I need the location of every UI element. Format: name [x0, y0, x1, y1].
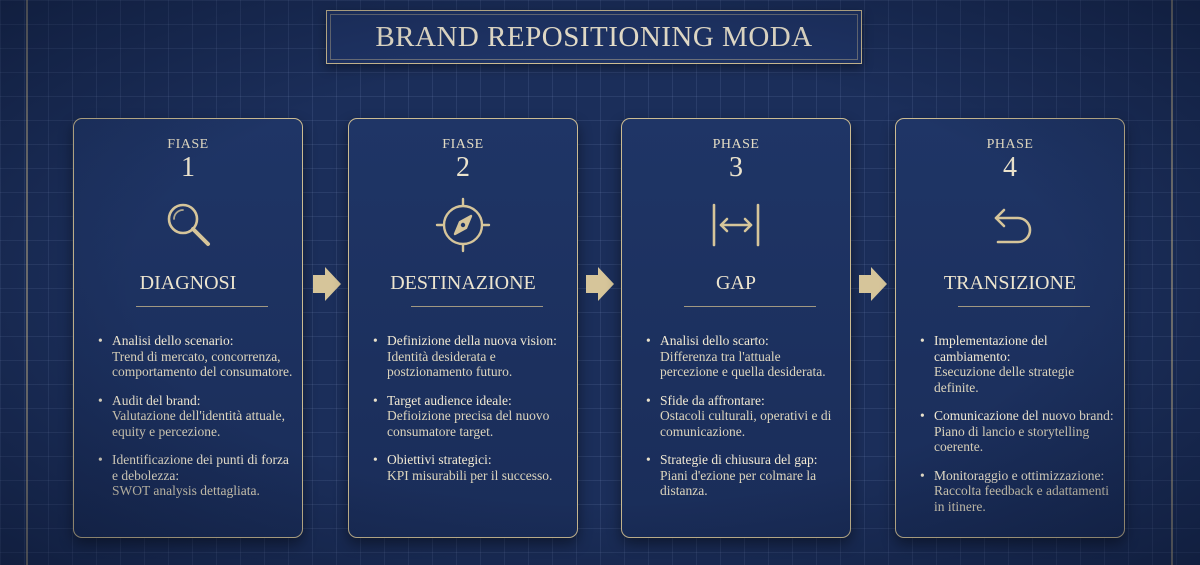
bullet-heading: Strategie di chiusura del gap: [660, 452, 818, 467]
title-divider [684, 306, 816, 307]
compass-icon [433, 195, 493, 255]
bullet-text: SWOT analysis dettagliata. [112, 483, 260, 498]
bullet-text: Ostacoli culturali, operativi e di comun… [660, 408, 832, 439]
phase-title: TRANSIZIONE [943, 272, 1077, 294]
phase-card-2: FIASE 2 DESTINAZIONE Definizione della n… [348, 118, 578, 538]
bullet-heading: Comunicazione del nuovo brand: [934, 408, 1114, 423]
bullet-list: Definizione della nuova vision:Identità … [373, 333, 569, 496]
bullet-heading: Monitoraggio e ottimizzazione: [934, 467, 1105, 483]
return-arrow-icon [980, 195, 1040, 255]
bullet-heading: Obiettivi strategici: [387, 452, 492, 467]
gap-arrows-icon [706, 195, 766, 255]
flow-arrow-icon [311, 265, 343, 303]
bullet-heading: Analisi dello scarto: [660, 333, 769, 348]
flow-arrow-icon [857, 265, 889, 303]
bullet-heading: Target audience ideale: [387, 392, 512, 408]
bullet-heading: Definizione della nuova vision: [387, 333, 557, 348]
bullet-text: Trend di mercato, concorrenza, comportam… [112, 348, 293, 380]
title-divider [411, 306, 543, 307]
phase-number: 1 [181, 152, 195, 183]
frame-line-right [1171, 0, 1173, 565]
bullet-text: Valutazione dell'identità attuale, equit… [112, 408, 285, 439]
title-divider [136, 306, 268, 307]
bullet-item: Analisi dello scarto:Differenza tra l'at… [646, 333, 842, 380]
bullet-item: Strategie di chiusura del gap:Piani d'ez… [646, 452, 842, 499]
bullet-text: Esecuzione delle strategie definite. [934, 364, 1075, 395]
bullet-heading: Audit del brand: [112, 392, 201, 408]
bullet-list: Analisi dello scenario:Trend di mercato,… [98, 333, 294, 512]
bullet-heading: Analisi dello scenario: [112, 333, 234, 348]
flow-arrow-icon [584, 265, 616, 303]
bullet-item: Implementazione del cambiamento:Esecuzio… [920, 333, 1116, 395]
bullet-item: Obiettivi strategici:KPI misurabili per … [373, 452, 569, 483]
phase-number: 2 [456, 152, 470, 183]
bullet-text: KPI misurabili per il successo. [387, 467, 553, 483]
phase-card-4: PHASE 4 TRANSIZIONE Implementazione del … [895, 118, 1125, 538]
bullet-item: Analisi dello scenario:Trend di mercato,… [98, 333, 294, 380]
title-divider [958, 306, 1090, 307]
bullet-text: Piano di lancio e storytelling coerente. [934, 423, 1090, 455]
phase-number: 4 [1003, 152, 1017, 183]
phase-label: PHASE [712, 137, 760, 152]
phase-number: 3 [729, 152, 743, 183]
phase-title: GAP [715, 272, 756, 294]
phase-card-1: FIASE 1 DIAGNOSI Analisi dello scenario:… [73, 118, 303, 538]
phase-title: DESTINAZIONE [390, 272, 536, 294]
bullet-heading: Implementazione del cambiamento: [934, 333, 1048, 364]
bullet-item: Monitoraggio e ottimizzazione:Raccolta f… [920, 468, 1116, 515]
bullet-list: Analisi dello scarto:Differenza tra l'at… [646, 333, 842, 512]
bullet-item: Sfide da affrontare:Ostacoli culturali, … [646, 393, 842, 440]
frame-line-left [26, 0, 28, 565]
page-title: BRAND REPOSITIONING MODA [326, 10, 862, 64]
bullet-text: Differenza tra l'attuale percezione e qu… [660, 348, 826, 380]
bullet-item: Audit del brand:Valutazione dell'identit… [98, 393, 294, 440]
phase-label: FIASE [442, 137, 484, 152]
bullet-item: Identificazione dei punti di forza e deb… [98, 452, 294, 499]
bullet-item: Comunicazione del nuovo brand:Piano di l… [920, 408, 1116, 455]
bullet-text: Piani d'ezione per colmare la distanza. [660, 467, 817, 499]
phase-title: DIAGNOSI [139, 272, 237, 294]
bullet-text: Raccolta feedback e adattamenti in itine… [934, 483, 1110, 514]
bullet-list: Implementazione del cambiamento:Esecuzio… [920, 333, 1116, 527]
bullet-heading: Sfide da affrontare: [660, 392, 765, 408]
phase-label: PHASE [986, 137, 1034, 152]
bullet-item: Definizione della nuova vision:Identità … [373, 333, 569, 380]
bullet-heading: Identificazione dei punti di forza e deb… [112, 452, 289, 483]
magnifier-icon [158, 195, 218, 255]
bullet-text: Identità desiderata e postzionamento fut… [387, 348, 513, 380]
bullet-item: Target audience ideale:Defioizione preci… [373, 393, 569, 440]
phase-card-3: PHASE 3 GAP Analisi dello scarto:Differe… [621, 118, 851, 538]
phase-label: FIASE [167, 137, 209, 152]
bullet-text: Defioizione precisa del nuovo consumator… [387, 408, 550, 439]
